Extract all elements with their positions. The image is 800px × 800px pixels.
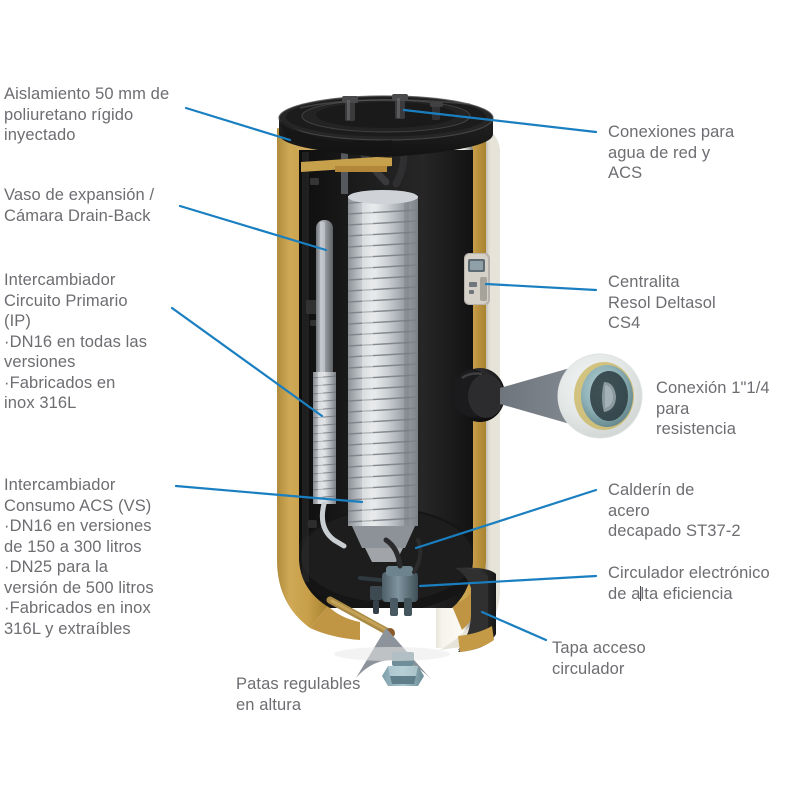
resistance-port (452, 368, 505, 422)
label-vaso-expansion: Vaso de expansión / Cámara Drain-Back (4, 186, 155, 225)
label-intercambiador-primario: Intercambiador Circuito Primario (IP) ·D… (4, 271, 148, 412)
adjustable-leg-callout (326, 596, 430, 686)
label-calderin: Calderín de acero decapado ST37-2 (608, 481, 741, 540)
tank-top-cap (278, 95, 494, 158)
label-aislamiento: Aislamiento 50 mm de poliuretano rígido … (4, 85, 170, 144)
label-centralita: Centralita Resol Deltasol CS4 (608, 273, 716, 332)
resol-controller (464, 253, 490, 305)
circulador-line-2a: de a (608, 584, 641, 603)
acs-exchanger-coil (347, 190, 419, 562)
label-patas-regulables: Patas regulables en altura (236, 675, 361, 714)
text-caret (640, 585, 642, 601)
label-tapa-acceso: Tapa acceso circulador (552, 639, 646, 678)
label-circulador: Circulador electrónico de alta eficiencia (608, 563, 800, 604)
electronic-circulator (358, 537, 423, 616)
label-conexion-resistencia: Conexión 1"1/4 para resistencia (656, 379, 770, 438)
circulador-line-1: Circulador electrónico (608, 564, 770, 582)
label-conexiones-agua: Conexiones para agua de red y ACS (608, 123, 735, 182)
water-connection-fittings (342, 94, 443, 121)
label-intercambiador-acs: Intercambiador Consumo ACS (VS) ·DN16 en… (4, 476, 154, 638)
circulador-line-2b: lta eficiencia (640, 584, 733, 603)
resistance-magnifier-callout (500, 353, 643, 439)
